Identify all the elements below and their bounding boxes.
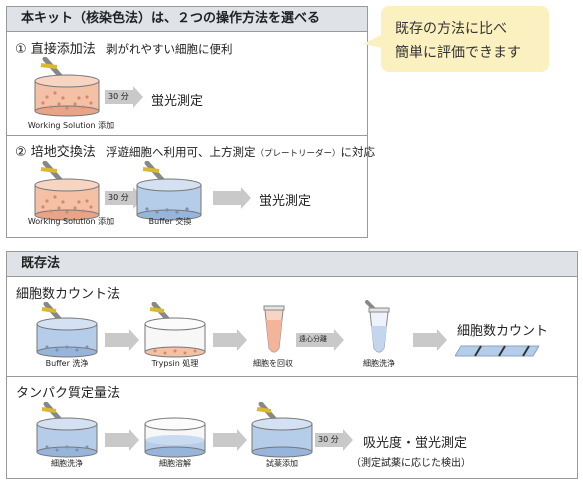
method1-number: ① — [15, 42, 27, 57]
method1-time-arrow — [105, 86, 143, 108]
cell-count-arrow-3 — [296, 329, 344, 351]
protein-time-arrow — [315, 429, 353, 451]
protein-time-label: 30 分 — [318, 435, 339, 444]
kit-panel-title: 本キット（核染色法）は、２つの操作方法を選べる — [7, 7, 367, 32]
protein-dish-lysis — [144, 417, 206, 458]
cell-count-arrow-4 — [413, 329, 447, 351]
method1-step-caption: Working Solution 添加 — [27, 121, 115, 130]
method2-time-arrow — [105, 187, 143, 209]
method2-result-arrow — [213, 187, 251, 209]
method1-time-label: 30 分 — [108, 92, 129, 101]
protein-step3-caption: 試薬添加 — [266, 459, 298, 468]
protein-heading: タンパク質定量法 — [16, 386, 121, 401]
existing-methods-panel: 既存法 細胞数カウント法 Buffer 洗浄 Trypsin 処理 細胞を回収 … — [6, 251, 578, 479]
existing-method-divider — [7, 376, 577, 377]
method2-result: 蛍光測定 — [259, 194, 312, 209]
method2-name: 培地交換法 — [30, 145, 96, 160]
protein-dish-reagent — [251, 402, 313, 458]
protein-result-note: （測定試薬に応じた検出） — [351, 458, 471, 469]
cell-count-arrow-1 — [105, 329, 139, 351]
cell-count-dish-trypsin — [144, 302, 206, 358]
method1-desc: 剥がれやすい細胞に便利 — [105, 42, 233, 56]
cell-count-result: 細胞数カウント — [457, 324, 549, 339]
cell-count-step1-caption: Buffer 洗浄 — [45, 359, 89, 368]
existing-panel-title: 既存法 — [7, 252, 577, 277]
protein-arrow-2 — [213, 429, 247, 451]
method2-desc: 浮遊細胞へ利用可、上方測定（プレートリーダー）に対応 — [105, 145, 375, 159]
cell-count-step3-caption: 細胞を回収 — [253, 359, 293, 368]
callout-pointer — [363, 34, 383, 48]
cell-count-tube-blue — [365, 300, 390, 353]
method2-heading: ② 培地交換法 浮遊細胞へ利用可、上方測定（プレートリーダー）に対応 — [15, 141, 375, 160]
protein-dish-wash — [36, 402, 98, 458]
method2-number: ② — [15, 145, 27, 160]
callout-line1: 既存の方法に比べ — [395, 21, 507, 37]
method1-name: 直接添加法 — [30, 42, 96, 57]
protein-arrow-1 — [105, 429, 139, 451]
method2-dish-pink — [34, 161, 100, 221]
cell-count-step4-caption: 細胞洗浄 — [363, 359, 395, 368]
method1-dish-diagram — [34, 57, 100, 117]
method-divider — [7, 135, 367, 136]
callout-line2: 簡単に評価できます — [395, 45, 521, 61]
centrifuge-label: 遠心分離 — [299, 335, 327, 343]
method2-time-label: 30 分 — [108, 193, 129, 202]
cell-count-arrow-2 — [213, 329, 247, 351]
protein-result: 吸光度・蛍光測定 — [363, 436, 468, 451]
method2-step2-caption: Buffer 交換 — [148, 217, 192, 226]
cell-count-tube-pink — [263, 305, 285, 353]
cell-count-heading: 細胞数カウント法 — [16, 287, 121, 302]
kit-methods-panel: 本キット（核染色法）は、２つの操作方法を選べる ① 直接添加法 剥がれやすい細胞… — [6, 6, 375, 238]
method1-heading: ① 直接添加法 剥がれやすい細胞に便利 — [15, 38, 232, 57]
protein-step1-caption: 細胞洗浄 — [51, 459, 83, 468]
counting-slide-icon — [455, 345, 539, 357]
method1-result: 蛍光測定 — [151, 94, 204, 109]
method2-dish-blue — [136, 161, 202, 221]
comparison-callout: 既存の方法に比べ 簡単に評価できます — [363, 6, 549, 72]
cell-count-step2-caption: Trypsin 処理 — [151, 359, 199, 368]
method2-step1-caption: Working Solution 添加 — [27, 217, 115, 226]
cell-count-dish-buffer — [36, 302, 98, 358]
protein-step2-caption: 細胞溶解 — [159, 459, 191, 468]
